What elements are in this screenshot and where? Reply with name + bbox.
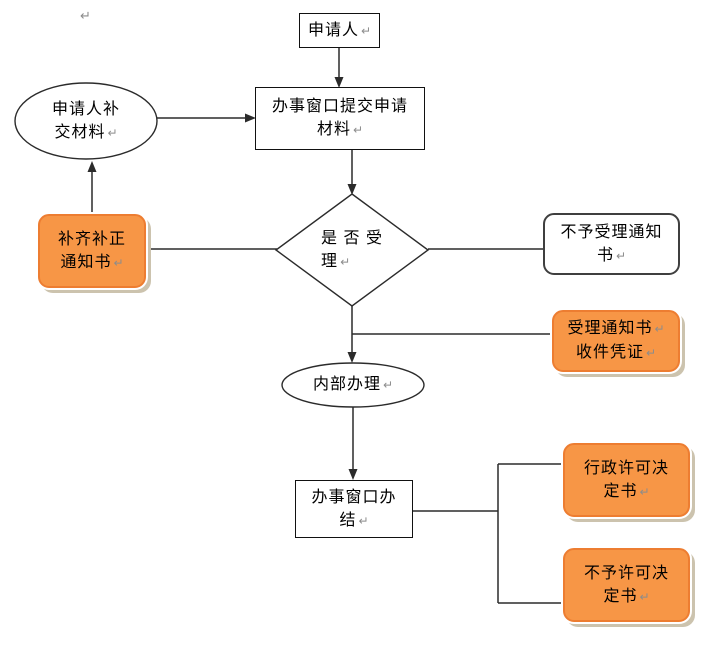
arrowhead-into-submit-left [245, 113, 256, 123]
paragraph-mark: ↵ [645, 346, 657, 360]
submit-label-line2: 材料↵ [316, 121, 364, 138]
deny-decision-label-line2: 定书↵ [603, 587, 650, 605]
arrowhead-into-internal [347, 352, 357, 363]
supplement-ellipse: 申请人补 交材料↵ [15, 83, 157, 159]
paragraph-mark: ↵ [80, 8, 91, 23]
reject-notice-label-line2: 书↵ [596, 246, 627, 264]
reject-notice-box: 不予受理通知 书↵ [543, 213, 680, 275]
paragraph-mark: ↵ [615, 248, 627, 263]
complete-label-line2: 结↵ [339, 511, 369, 529]
reject-notice-label-line1: 不予受理通知 [560, 223, 663, 241]
accept-decision-label-line1: 是 否 受 [321, 229, 383, 247]
complete-box: 办事窗口办 结↵ [295, 480, 413, 538]
supplement-label-line1: 申请人补 [51, 100, 120, 118]
grant-decision-label-line2: 定书↵ [603, 482, 650, 500]
applicant-box: 申请人↵ [299, 13, 380, 48]
acceptance-receipt-label-line2: 收件凭证↵ [575, 344, 657, 361]
paragraph-mark: ↵ [340, 254, 351, 269]
correction-notice-box: 补齐补正 通知书↵ [38, 214, 146, 288]
acceptance-receipt-label-line1: 受理通知书↵ [567, 320, 665, 337]
accept-decision-diamond: 是 否 受 理↵ [276, 194, 428, 306]
arrowhead-into-submit-top [334, 77, 344, 88]
supplement-label-line2: 交材料↵ [54, 123, 118, 141]
paragraph-mark: ↵ [382, 378, 394, 392]
accept-decision-label: 是 否 受 理↵ [321, 227, 383, 274]
paragraph-mark: ↵ [107, 125, 118, 140]
deny-decision-label-line1: 不予许可决 [583, 564, 669, 582]
submit-label-line1: 办事窗口提交申请 [271, 98, 408, 115]
paragraph-mark: ↵ [352, 123, 364, 137]
complete-label-line1: 办事窗口办 [311, 488, 397, 506]
deny-decision-box: 不予许可决 定书↵ [563, 548, 690, 622]
grant-decision-box: 行政许可决 定书↵ [563, 443, 690, 517]
applicant-label: 申请人↵ [307, 21, 372, 39]
paragraph-mark: ↵ [639, 589, 650, 604]
internal-ellipse-shape [281, 362, 425, 408]
paragraph-mark: ↵ [654, 322, 665, 336]
correction-notice-label-line1: 补齐补正 [57, 230, 126, 248]
arrowhead-into-diamond [347, 184, 357, 195]
paragraph-mark: ↵ [113, 255, 124, 270]
accept-decision-label-line2: 理↵ [321, 252, 351, 270]
internal-label: 内部办理↵ [312, 376, 394, 393]
paragraph-mark: ↵ [360, 23, 372, 38]
arrowhead-into-supplement [87, 161, 97, 172]
acceptance-receipt-box: 受理通知书↵ 收件凭证↵ [552, 310, 680, 372]
paragraph-mark: ↵ [358, 513, 369, 528]
accept-decision-diamond-shape [274, 193, 430, 307]
supplement-ellipse-shape [14, 82, 158, 160]
submit-box: 办事窗口提交申请 材料↵ [255, 87, 425, 150]
correction-notice-label-line2: 通知书↵ [60, 253, 124, 271]
grant-decision-label-line1: 行政许可决 [583, 459, 669, 477]
arrowhead-into-complete [348, 469, 358, 480]
paragraph-mark: ↵ [639, 484, 650, 499]
internal-ellipse: 内部办理↵ [282, 362, 424, 408]
